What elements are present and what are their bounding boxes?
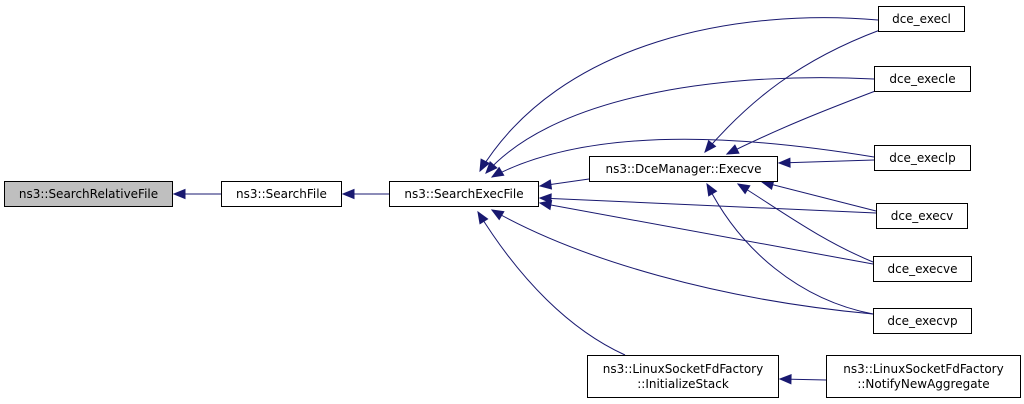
node-execlp[interactable]: dce_execlp	[874, 145, 971, 171]
edge-execv-to-execve	[760, 179, 877, 212]
node-box[interactable]	[873, 256, 972, 282]
node-box[interactable]	[874, 66, 971, 92]
edge-execl-to-searchexec	[479, 17, 879, 173]
node-execvp[interactable]: dce_execvp	[873, 308, 972, 334]
node-label: ::InitializeStack	[637, 377, 729, 391]
edge-execl-to-execve	[704, 29, 881, 154]
edge-line	[539, 197, 877, 214]
node-label: ns3::LinuxSocketFdFactory	[843, 362, 1003, 376]
node-box[interactable]	[589, 156, 778, 182]
edge-line	[778, 159, 875, 164]
edge-searchfile-to-relative	[172, 188, 221, 200]
edge-initstack-to-searchexec	[477, 210, 626, 356]
edge-arrowhead	[341, 188, 355, 200]
edge-arrowhead	[778, 373, 792, 385]
edge-line	[706, 183, 874, 315]
edge-execle-to-searchexec	[485, 77, 875, 174]
node-relative[interactable]: ns3::SearchRelativeFile	[4, 181, 173, 207]
node-box[interactable]	[874, 145, 971, 171]
edge-arrowhead	[538, 193, 552, 204]
edge-arrowhead	[477, 210, 489, 225]
edge-arrowhead	[490, 166, 505, 178]
edge-execv-to-searchexec	[538, 193, 877, 214]
node-searchexec[interactable]: ns3::SearchExecFile	[389, 181, 539, 207]
edge-arrowhead	[736, 183, 751, 195]
node-box[interactable]	[389, 181, 539, 207]
edge-arrowhead	[538, 179, 553, 190]
node-label: ns3::LinuxSocketFdFactory	[603, 362, 763, 376]
edge-line	[491, 138, 875, 178]
edge-line	[477, 211, 626, 356]
edge-arrowhead	[490, 209, 505, 221]
node-execve[interactable]: ns3::DceManager::Execve	[589, 156, 778, 182]
node-box[interactable]	[876, 203, 968, 229]
node-label: ns3::SearchExecFile	[404, 187, 523, 201]
node-execle[interactable]: dce_execle	[874, 66, 971, 92]
node-searchfile[interactable]: ns3::SearchFile	[221, 181, 342, 207]
node-box[interactable]	[221, 181, 342, 207]
node-label: dce_execlp	[889, 151, 955, 165]
edge-arrowhead	[479, 158, 490, 173]
edge-arrowhead	[485, 161, 498, 174]
node-execv[interactable]: dce_execv	[876, 203, 968, 229]
edge-execlp-to-execve	[777, 157, 875, 168]
edge-execlp-to-searchexec	[490, 138, 875, 178]
node-label: dce_execv	[891, 209, 954, 223]
edge-execvp-to-execve	[706, 182, 874, 315]
node-box[interactable]	[587, 355, 779, 398]
node-label: ns3::DceManager::Execve	[605, 162, 761, 176]
edge-line	[491, 209, 874, 315]
node-label: ns3::SearchFile	[236, 187, 327, 201]
edge-arrowhead	[706, 182, 718, 197]
node-initstack[interactable]: ns3::LinuxSocketFdFactory::InitializeSta…	[587, 355, 779, 398]
node-execve2[interactable]: dce_execve	[873, 256, 972, 282]
node-box[interactable]	[826, 355, 1021, 398]
node-execl[interactable]: dce_execl	[878, 6, 965, 32]
edge-line	[479, 17, 879, 172]
node-notify[interactable]: ns3::LinuxSocketFdFactory::NotifyNewAggr…	[826, 355, 1021, 398]
edge-line	[726, 89, 879, 155]
node-label: dce_execve	[888, 262, 958, 276]
edge-line	[761, 181, 877, 212]
node-box[interactable]	[873, 308, 972, 334]
node-label: dce_execl	[892, 12, 951, 26]
node-box[interactable]	[878, 6, 965, 32]
edge-execve2-to-searchexec	[538, 199, 874, 265]
node-label: dce_execvp	[887, 314, 957, 328]
node-label: dce_execle	[889, 72, 955, 86]
node-box[interactable]	[4, 181, 173, 207]
edge-execvp-to-searchexec	[490, 209, 874, 315]
edge-searchexec-to-searchfile	[341, 188, 389, 200]
edge-arrowhead	[704, 139, 717, 154]
edge-execve2-to-execve	[736, 183, 874, 263]
edge-arrowhead	[777, 157, 791, 168]
edge-line	[539, 202, 874, 265]
edge-arrowhead	[538, 199, 553, 211]
node-label: ::NotifyNewAggregate	[857, 377, 989, 391]
edge-line	[704, 29, 881, 153]
edges-layer	[172, 17, 881, 385]
node-label: ns3::SearchRelativeFile	[19, 187, 158, 201]
edge-line	[485, 77, 875, 174]
edge-line	[737, 183, 874, 263]
edge-notify-to-initstack	[778, 373, 827, 385]
edge-execle-to-execve	[725, 89, 879, 155]
edge-arrowhead	[725, 144, 740, 155]
edge-arrowhead	[172, 188, 186, 200]
edge-execve-to-searchexec	[538, 178, 590, 190]
